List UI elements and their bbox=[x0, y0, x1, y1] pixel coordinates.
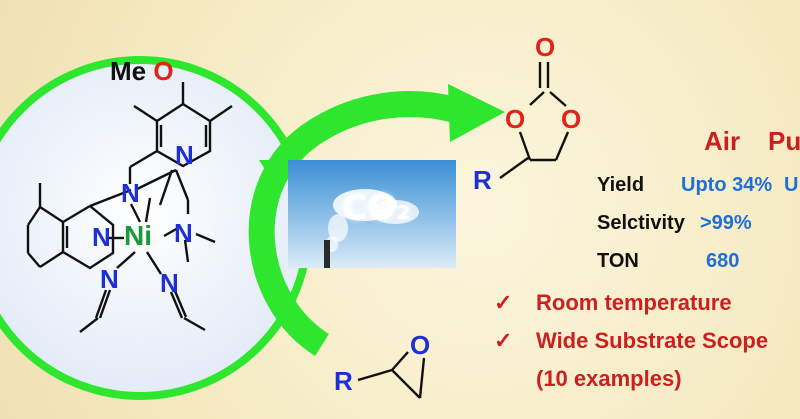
amine-n-right: N bbox=[174, 218, 193, 248]
cell-ton-air: 680 bbox=[706, 250, 740, 272]
epoxide-structure bbox=[357, 351, 426, 399]
nitrile-n-right: N bbox=[160, 268, 179, 298]
nickel-label: Ni bbox=[124, 220, 152, 251]
feature-text-3: (10 examples) bbox=[536, 366, 682, 391]
row-label-selectivity: Selctivity bbox=[597, 212, 685, 234]
feature-check-1: ✓ bbox=[494, 290, 513, 315]
carbonate-o-right: O bbox=[561, 104, 582, 134]
row-label-ton: TON bbox=[597, 250, 639, 272]
cell-yield-air: Upto 34% bbox=[681, 174, 773, 196]
cell-selectivity-air: >99% bbox=[700, 212, 752, 234]
column-header-pure: Pu bbox=[768, 126, 800, 156]
nitrile-n-left: N bbox=[100, 264, 119, 294]
row-label-yield: Yield bbox=[597, 174, 645, 196]
complex-bonds bbox=[26, 82, 233, 333]
co2-picture bbox=[288, 160, 456, 268]
co2-cloud-text: CO₂ bbox=[342, 188, 411, 228]
epoxide-o: O bbox=[410, 330, 431, 360]
meo-label: Me O bbox=[110, 56, 174, 86]
carbonate-structure bbox=[499, 62, 570, 179]
carbonate-o-left: O bbox=[505, 104, 526, 134]
amine-n-left: N bbox=[121, 178, 140, 208]
carbonate-r: R bbox=[473, 165, 492, 195]
pyridine-n-left: N bbox=[92, 222, 111, 252]
feature-check-2: ✓ bbox=[494, 328, 513, 353]
reaction-arrow bbox=[248, 84, 505, 357]
feature-text-2: Wide Substrate Scope bbox=[536, 328, 769, 353]
meo-oxygen: O bbox=[153, 56, 174, 86]
column-header-air: Air bbox=[704, 126, 741, 156]
epoxide-r: R bbox=[334, 366, 353, 396]
feature-text-1: Room temperature bbox=[536, 290, 732, 315]
pyridine-n-upper: N bbox=[175, 140, 194, 170]
carbonate-o-top: O bbox=[535, 32, 556, 62]
cell-yield-pure: U bbox=[784, 174, 799, 196]
